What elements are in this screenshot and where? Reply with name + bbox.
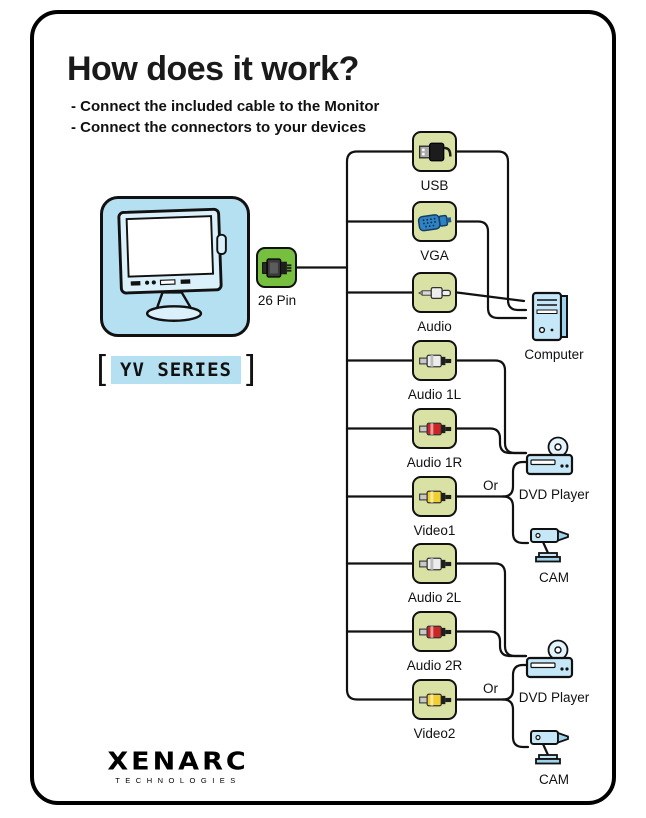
connector-label-vga: VGA [420,248,449,263]
connector-label-video1: Video1 [413,523,456,538]
connector-box-usb [412,131,457,172]
connector-box-vga [412,201,457,242]
rca-red-icon [418,625,451,638]
page-title: How does it work? [67,50,359,88]
rca-yellow-icon [418,490,451,503]
dvd-player-icon [525,639,574,679]
rca-white-icon [418,557,451,570]
monitor-illustration [100,196,250,337]
audio-jack-icon [417,286,451,299]
camera-icon [530,528,569,563]
connector-box-audio-2l [412,543,457,584]
connector-box-audio-2r [412,611,457,652]
device-dvd-player-2 [524,638,576,687]
right-bracket: ] [245,349,256,387]
device-dvd-player-1 [524,435,576,484]
monitor-icon [117,207,227,322]
connector-box-audio [412,272,457,313]
or-label-2: Or [483,681,498,696]
series-label: [ YV SERIES ] [88,349,264,388]
camera-icon [530,730,569,765]
rca-red-icon [418,422,451,435]
vga-icon [417,213,451,231]
connector-label-audio-1l: Audio 1L [407,387,462,402]
left-bracket: [ [96,349,107,387]
series-name: YV SERIES [111,356,241,384]
device-label-computer: Computer [524,347,584,362]
device-label-dvd-2: DVD Player [518,690,590,705]
pin-connector-box [256,247,297,288]
connector-box-audio-1l [412,340,457,381]
device-cam-2 [527,723,575,774]
26pin-plug-icon [261,257,291,278]
device-label-dvd-1: DVD Player [518,487,590,502]
connector-label-audio: Audio [417,319,452,334]
connector-label-audio-1r: Audio 1R [406,455,463,470]
connector-label-usb: USB [420,178,449,193]
connector-box-video2 [412,679,457,720]
computer-icon [531,291,568,342]
device-cam-1 [527,521,575,572]
device-label-cam-1: CAM [539,570,569,585]
usb-icon [418,142,452,161]
device-label-cam-2: CAM [539,772,569,787]
instruction-line-2: - Connect the connectors to your devices [71,119,367,136]
connector-box-audio-1r [412,408,457,449]
connector-label-video2: Video2 [413,726,456,741]
device-computer [524,290,576,349]
logo-brand: XENARC [107,747,249,776]
connector-label-audio-2l: Audio 2L [407,590,462,605]
rca-yellow-icon [418,693,451,706]
connector-label-audio-2r: Audio 2R [406,658,463,673]
instructions: - Connect the included cable to the Moni… [71,96,379,138]
xenarc-logo: XENARC TECHNOLOGIES [93,746,263,785]
rca-white-icon [418,354,451,367]
dvd-player-icon [525,436,574,476]
or-label-1: Or [483,478,498,493]
instruction-line-1: - Connect the included cable to the Moni… [71,98,380,115]
logo-tagline: TECHNOLOGIES [115,776,241,785]
connector-box-video1 [412,476,457,517]
pin-label: 26 Pin [257,293,297,308]
